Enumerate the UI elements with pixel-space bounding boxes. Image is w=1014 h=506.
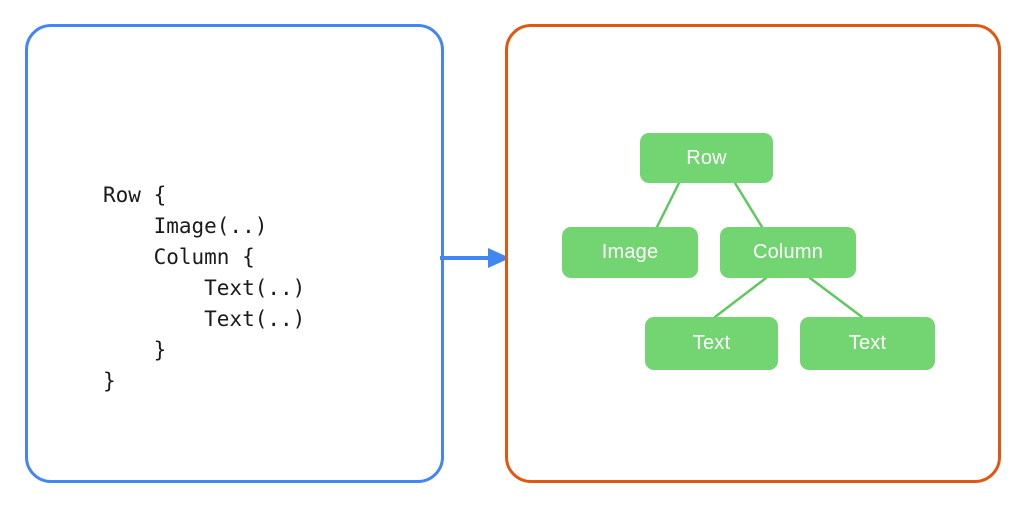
- tree-node-text-2-label: Text: [848, 332, 887, 354]
- composable-code-snippet: Row { Image(..) Column { Text(..) Text(.…: [103, 183, 306, 393]
- tree-node-image[interactable]: Image: [562, 227, 698, 278]
- tree-node-column-label: Column: [752, 241, 824, 263]
- tree-node-row-label: Row: [686, 146, 727, 169]
- flow-arrow-icon: [440, 248, 510, 268]
- tree-node-text-1[interactable]: Text: [645, 317, 778, 370]
- tree-node-image-label: Image: [601, 241, 659, 263]
- tree-node-row[interactable]: Row: [640, 133, 773, 183]
- tree-node-column[interactable]: Column: [720, 227, 856, 278]
- tree-node-text-2[interactable]: Text: [800, 317, 935, 370]
- tree-node-text-1-label: Text: [692, 332, 731, 354]
- code-panel: Row { Image(..) Column { Text(..) Text(.…: [25, 24, 444, 483]
